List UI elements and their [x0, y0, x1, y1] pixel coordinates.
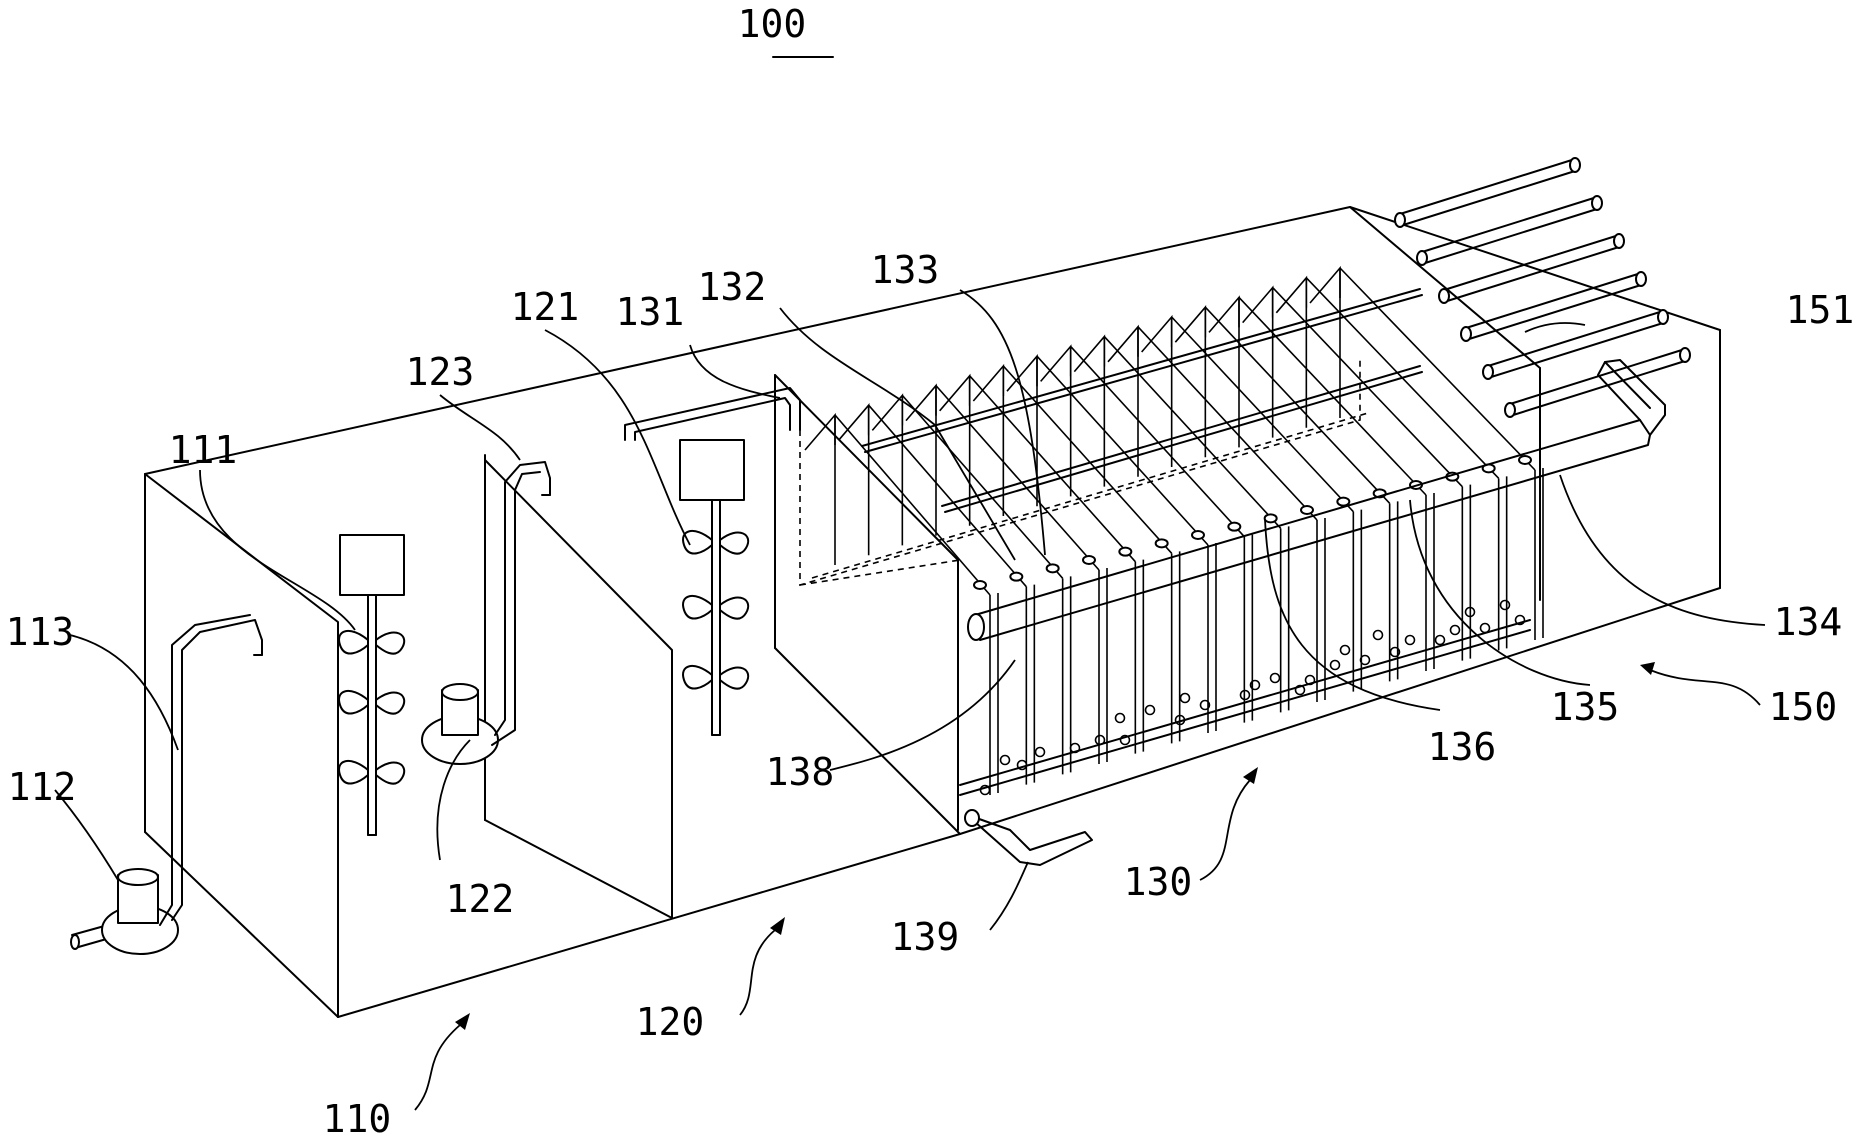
bubble: [1249, 679, 1261, 691]
membrane-plate: [939, 373, 1145, 754]
membrane-plate: [871, 393, 1072, 775]
membrane-header-rods: [861, 288, 1423, 513]
arrow-150-icon: [1640, 662, 1655, 675]
membrane-plate: [1208, 295, 1435, 671]
tank-130: [774, 360, 1369, 831]
label-123: 123: [406, 350, 475, 394]
membrane-plate: [838, 403, 1036, 785]
mixer-121: [679, 439, 749, 736]
pipe-113: [159, 614, 263, 926]
bubble: [1499, 599, 1511, 611]
bubble: [1179, 692, 1191, 704]
tank-120-interior: [774, 374, 961, 835]
bubble: [1294, 684, 1306, 696]
bubble: [979, 784, 991, 796]
pipe-151: [1416, 195, 1603, 266]
bubble: [1339, 644, 1351, 656]
label-120: 120: [636, 1000, 705, 1044]
arrow-110-icon: [455, 1013, 470, 1030]
membrane-plate: [905, 383, 1108, 764]
bubble: [1449, 624, 1461, 636]
bubble: [1239, 689, 1251, 701]
label-135: 135: [1551, 685, 1620, 729]
pump-122: [421, 683, 499, 765]
pipe-151: [1482, 309, 1669, 380]
pipe-151: [1504, 347, 1691, 418]
label-122: 122: [446, 877, 515, 921]
mixer-111: [338, 534, 405, 836]
label-130: 130: [1124, 860, 1193, 904]
tank-shell: [144, 206, 1721, 1018]
bubble: [1016, 759, 1028, 771]
bottom-pipe-139: [959, 619, 1531, 866]
pipes-151: [1394, 157, 1691, 418]
bubble: [1094, 734, 1106, 746]
bubble: [1389, 646, 1401, 658]
membrane-plate: [972, 363, 1181, 744]
bubble: [1119, 734, 1131, 746]
pipe-131: [624, 387, 801, 441]
label-112: 112: [8, 765, 77, 809]
pipe-123: [491, 461, 551, 746]
membrane-plate: [1006, 354, 1217, 733]
bubble: [1479, 622, 1491, 634]
label-150: 150: [1769, 685, 1838, 729]
bubble: [1514, 614, 1526, 626]
arrow-120-icon: [770, 917, 785, 935]
label-113: 113: [6, 610, 75, 654]
bubble: [1404, 634, 1416, 646]
label-133: 133: [871, 248, 940, 292]
label-111: 111: [169, 428, 238, 472]
label-134: 134: [1774, 600, 1843, 644]
bubble: [1144, 704, 1156, 716]
motor-box-icon: [339, 534, 405, 596]
leader-lines: [54, 289, 1766, 1111]
label-138: 138: [766, 750, 835, 794]
membrane-plate: [1141, 314, 1363, 692]
pipe-151: [1438, 233, 1625, 304]
label-121: 121: [511, 285, 580, 329]
label-151: 151: [1786, 288, 1855, 332]
bubble: [1034, 746, 1046, 758]
membrane-plate: [1275, 275, 1508, 651]
bubble: [1329, 659, 1341, 671]
membrane-plate: [804, 412, 999, 795]
pump-112: [70, 868, 179, 955]
label-136: 136: [1428, 725, 1497, 769]
arrow-130-icon: [1243, 767, 1258, 784]
figure-number: 100: [738, 2, 807, 46]
bubble: [1434, 634, 1446, 646]
label-110: 110: [323, 1097, 392, 1141]
aeration-pipe-135: [967, 359, 1666, 641]
pipe-151: [1460, 271, 1647, 342]
label-139: 139: [891, 915, 960, 959]
tank-110-interior: [337, 454, 673, 1018]
bubble: [1372, 629, 1384, 641]
bubble: [1174, 714, 1186, 726]
bubble: [1199, 699, 1211, 711]
bubble: [1304, 674, 1316, 686]
label-131: 131: [616, 290, 685, 334]
bubble: [1359, 654, 1371, 666]
bubble: [1069, 742, 1081, 754]
bubble: [999, 754, 1011, 766]
label-132: 132: [698, 265, 767, 309]
bubble: [1114, 712, 1126, 724]
motor-box-icon: [679, 439, 745, 501]
bubble: [1269, 672, 1281, 684]
aeration-bubbles: [979, 599, 1526, 796]
membrane-plate: [1242, 285, 1472, 661]
pipe-151: [1394, 157, 1581, 228]
bubble: [1464, 606, 1476, 618]
membrane-plates: [804, 265, 1544, 795]
membrane-plate: [1040, 344, 1254, 723]
